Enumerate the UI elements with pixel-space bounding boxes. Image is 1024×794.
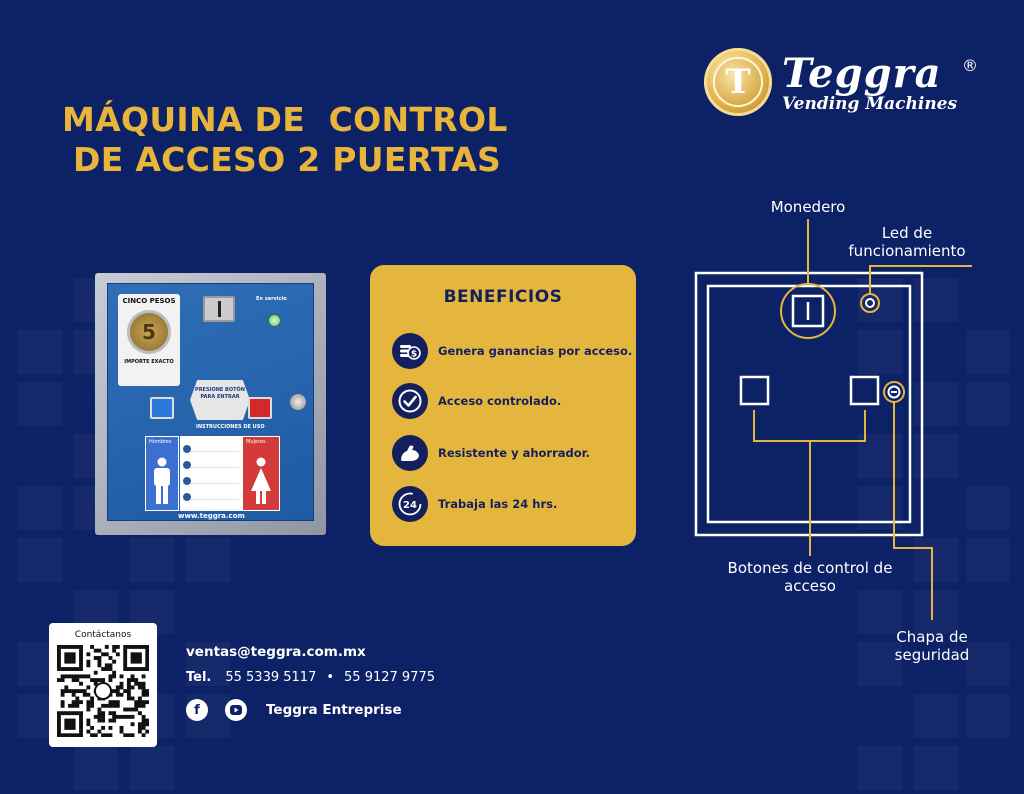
benefit-item: Acceso controlado. <box>392 383 561 419</box>
registered-mark: ® <box>962 56 978 75</box>
phone-2[interactable]: 55 9127 9775 <box>344 670 435 685</box>
diagram-button-right <box>849 375 880 406</box>
woman-icon <box>251 457 271 504</box>
youtube-icon[interactable] <box>225 699 247 721</box>
price-title: CINCO PESOS <box>122 297 176 305</box>
social-name: Teggra Entreprise <box>266 702 402 718</box>
title-line-2: DE ACCESO 2 PUERTAS <box>73 140 502 179</box>
buttons-bracket <box>753 410 866 442</box>
phone-separator: • <box>326 670 335 685</box>
title-line-1: MÁQUINA DE CONTROL <box>62 100 508 139</box>
qr-card: Contáctanos <box>49 623 157 747</box>
women-panel: Mujeres <box>242 436 280 511</box>
contact-phone: Tel. 55 5339 5117 • 55 9127 9775 <box>186 670 435 685</box>
teggra-logo: T Teggra ® Vending Machines <box>704 48 984 120</box>
price-card: CINCO PESOS 5 IMPORTE EXACTO <box>118 294 180 386</box>
diagram-coin-slot <box>791 294 825 328</box>
machine-photo: CINCO PESOS 5 IMPORTE EXACTO En servicio… <box>95 273 326 535</box>
whatsapp-icon <box>94 682 112 700</box>
in-service-label: En servicio <box>256 296 287 302</box>
diagram-led <box>865 298 875 308</box>
price-note: IMPORTE EXACTO <box>124 359 174 365</box>
instructions-box <box>180 436 242 511</box>
benefits-title: BENEFICIOS <box>443 287 563 307</box>
benefit-item: Resistente y ahorrador. <box>392 435 590 471</box>
logo-emblem: T <box>704 48 772 116</box>
tel-label: Tel. <box>186 670 212 685</box>
men-panel: Hombres <box>145 436 179 511</box>
women-label: Mujeres <box>246 439 266 445</box>
men-label: Hombres <box>149 439 172 445</box>
logo-letter: T <box>713 57 763 107</box>
benefit-item: $ Genera ganancias por acceso. <box>392 333 632 369</box>
machine-front-panel: CINCO PESOS 5 IMPORTE EXACTO En servicio… <box>107 283 314 521</box>
machine-website: www.teggra.com <box>178 512 245 520</box>
coin-slot <box>203 296 235 322</box>
coin-value: 5 <box>142 320 156 344</box>
monedero-label: Monedero <box>770 198 846 216</box>
diagram-button-left <box>739 375 770 406</box>
push-label: PRESIONE BOTÓN PARA ENTRAR <box>190 380 250 420</box>
phone-1[interactable]: 55 5339 5117 <box>225 670 317 685</box>
facebook-icon[interactable]: f <box>186 699 208 721</box>
contact-email[interactable]: ventas@teggra.com.mx <box>186 644 366 660</box>
social-links: f Teggra Entreprise <box>186 699 402 721</box>
coins-icon: $ <box>392 333 428 369</box>
led-label: Led de funcionamiento <box>848 224 966 260</box>
man-icon <box>154 457 170 504</box>
service-led <box>268 314 281 327</box>
instructions-label: INSTRUCCIONES DE USO <box>196 424 265 430</box>
strength-icon <box>392 435 428 471</box>
check-icon <box>392 383 428 419</box>
buttons-label: Botones de control de acceso <box>727 559 893 595</box>
diagram-lock <box>887 385 901 399</box>
qr-caption: Contáctanos <box>74 630 132 640</box>
coin-icon: 5 <box>127 310 171 354</box>
logo-tagline: Vending Machines <box>782 94 958 114</box>
logo-name: Teggra <box>782 50 942 97</box>
benefits-card: BENEFICIOS $ Genera ganancias por acceso… <box>370 265 636 546</box>
lock-icon <box>290 394 306 410</box>
lock-label: Chapa de seguridad <box>894 628 970 664</box>
benefit-text: Acceso controlado. <box>438 394 562 408</box>
men-access-button <box>150 397 174 419</box>
led-highlight <box>860 293 880 313</box>
women-access-button <box>248 397 272 419</box>
qr-code[interactable] <box>57 645 149 737</box>
lock-leader <box>893 402 933 620</box>
page-title: MÁQUINA DE CONTROL DE ACCESO 2 PUERTAS <box>62 100 508 180</box>
led-leader <box>869 265 972 294</box>
benefit-item: 24 Trabaja las 24 hrs. <box>392 486 557 522</box>
benefit-text: Trabaja las 24 hrs. <box>438 497 558 511</box>
24h-icon: 24 <box>392 486 428 522</box>
benefit-text: Genera ganancias por acceso. <box>438 344 633 358</box>
svg-text:24: 24 <box>403 500 417 511</box>
benefit-text: Resistente y ahorrador. <box>438 446 591 460</box>
svg-text:$: $ <box>411 350 417 360</box>
